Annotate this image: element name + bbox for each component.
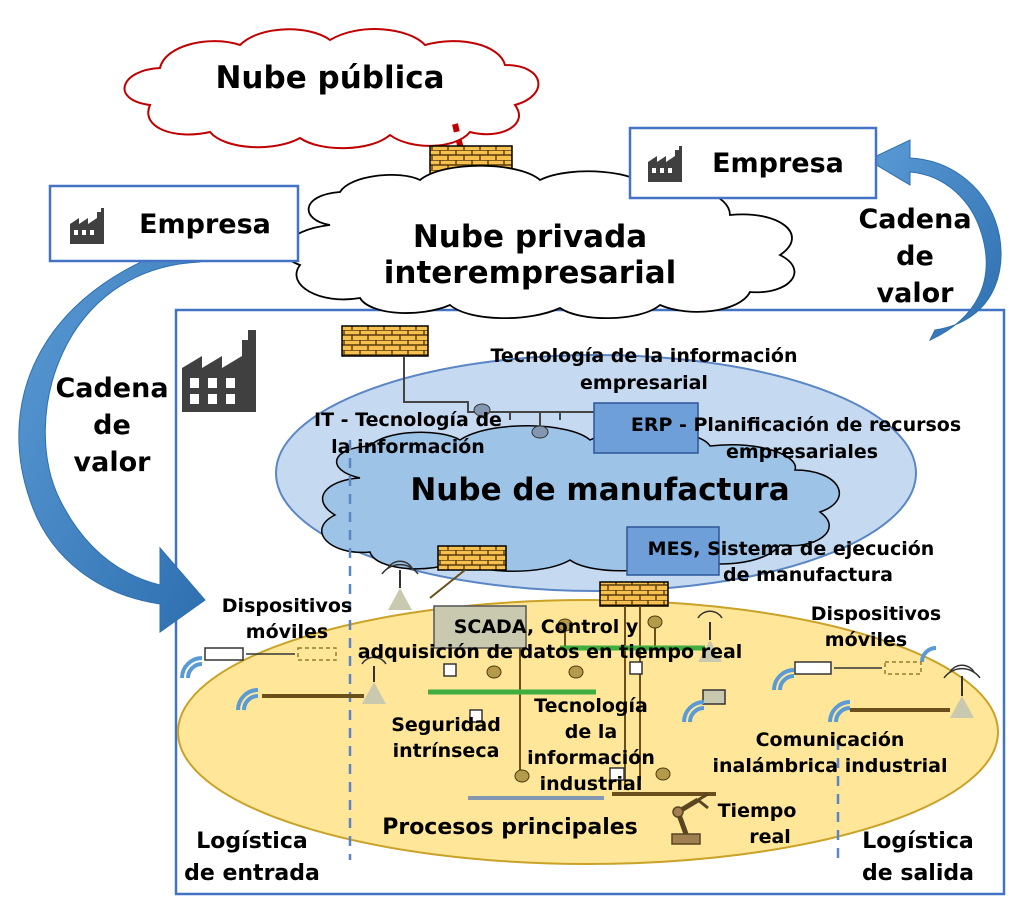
firewall-icon bbox=[341, 325, 429, 357]
safety-label-1: Seguridad bbox=[391, 714, 501, 736]
safety-label-2: intrínseca bbox=[393, 740, 500, 762]
enterprise-box-left: Empresa bbox=[48, 184, 300, 263]
firewall-icon bbox=[599, 581, 669, 607]
factory-icon bbox=[648, 146, 682, 182]
firewall-icon bbox=[437, 545, 507, 571]
it-label-1: IT - Tecnología de bbox=[314, 409, 502, 431]
value-chain-left-3: valor bbox=[74, 447, 152, 478]
factory-icon bbox=[70, 208, 104, 244]
public-cloud-label: Nube pública bbox=[215, 60, 444, 96]
scada-label-1: SCADA, Control y bbox=[454, 616, 639, 638]
private-cloud: Nube privada interempresarial bbox=[283, 164, 796, 320]
mes-label-2: de manufactura bbox=[723, 564, 893, 586]
manufacturing-cloud-label: Nube de manufactura bbox=[410, 472, 789, 508]
value-chain-right: Cadena de valor bbox=[858, 204, 971, 309]
value-chain-arrow-right bbox=[866, 139, 1002, 342]
public-cloud: Nube pública bbox=[123, 28, 540, 150]
factory-icon bbox=[182, 330, 256, 412]
enterprise-it-label-1: Tecnología de la información bbox=[490, 345, 797, 367]
value-chain-right-1: Cadena bbox=[858, 204, 971, 235]
private-cloud-label-2: interempresarial bbox=[384, 255, 677, 291]
enterprise-it-label-2: empresarial bbox=[580, 372, 708, 394]
outbound-label-2: de salida bbox=[862, 861, 974, 886]
wireless-label-2: inalámbrica industrial bbox=[713, 755, 948, 777]
mobile-device-icon bbox=[204, 647, 244, 661]
enterprise-right-label: Empresa bbox=[712, 148, 844, 179]
main-processes-label: Procesos principales bbox=[382, 815, 638, 840]
inbound-label-1: Logística bbox=[196, 829, 307, 854]
robot-arm-icon bbox=[671, 792, 709, 845]
realtime-label-2: real bbox=[749, 826, 791, 848]
scada-box bbox=[433, 605, 527, 649]
erp-box bbox=[593, 402, 699, 454]
value-chain-right-3: valor bbox=[877, 278, 955, 309]
outbound-label-1: Logística bbox=[862, 829, 973, 854]
value-chain-left: Cadena de valor bbox=[55, 373, 168, 478]
mes-box bbox=[626, 526, 720, 576]
it-label-2: la información bbox=[331, 436, 485, 458]
mobile-right-label-1: Dispositivos bbox=[811, 603, 941, 625]
mobile-right-label-2: móviles bbox=[825, 629, 907, 651]
mes-label-1: MES, Sistema de ejecución bbox=[648, 538, 935, 560]
mobile-device-icon bbox=[794, 661, 832, 675]
inbound-label-2: de entrada bbox=[184, 861, 320, 886]
wireless-label-1: Comunicación bbox=[756, 729, 905, 751]
wifi-icon bbox=[180, 646, 937, 723]
plant-ellipse bbox=[177, 599, 999, 865]
iit-label-3: información bbox=[527, 747, 655, 769]
antenna-icon bbox=[697, 610, 723, 662]
mobile-left-label-1: Dispositivos bbox=[222, 595, 352, 617]
antenna-icon bbox=[943, 664, 981, 718]
mobile-left-label-2: móviles bbox=[246, 621, 328, 643]
value-chain-left-2: de bbox=[93, 410, 131, 441]
antenna-icon bbox=[361, 656, 387, 704]
value-chain-arrow-left bbox=[18, 239, 206, 633]
value-chain-right-2: de bbox=[896, 241, 934, 272]
erp-label-2: empresariales bbox=[726, 441, 878, 463]
erp-label-1: ERP - Planificación de recursos bbox=[631, 414, 961, 436]
realtime-label-1: Tiempo bbox=[718, 800, 797, 822]
value-chain-left-1: Cadena bbox=[55, 373, 168, 404]
enterprise-left-label: Empresa bbox=[139, 209, 271, 240]
iit-label-4: industrial bbox=[540, 773, 643, 795]
scada-label-2: adquisición de datos en tiempo real bbox=[358, 641, 743, 663]
enterprise-box-right: Empresa bbox=[628, 126, 878, 200]
private-cloud-label-1: Nube privada bbox=[413, 219, 647, 255]
iit-label-1: Tecnología bbox=[534, 695, 648, 717]
iit-label-2: de la bbox=[565, 721, 617, 743]
antenna-icon bbox=[381, 560, 419, 610]
